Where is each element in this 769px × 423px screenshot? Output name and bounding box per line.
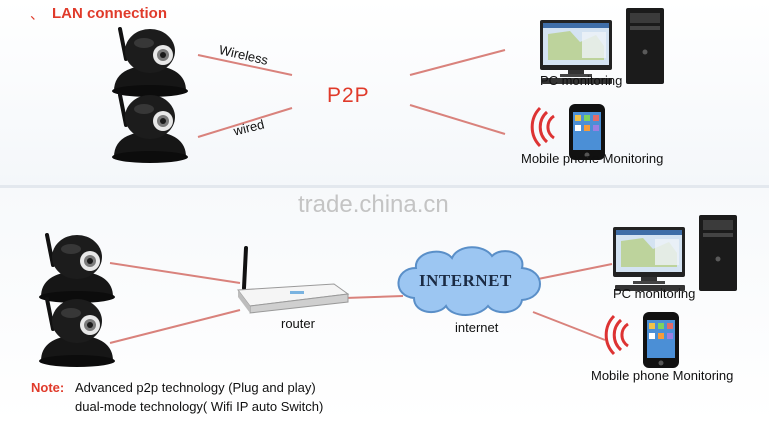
mobile-phone-icon	[604, 310, 681, 370]
ip-camera-icon	[37, 297, 117, 369]
wireless-link-line	[197, 54, 293, 76]
router-icon	[237, 246, 350, 314]
internet-to-pc-line	[537, 263, 613, 280]
ip-camera-icon	[110, 27, 190, 99]
camera2-to-router-line	[109, 309, 241, 344]
router-to-internet-line	[344, 295, 404, 299]
internet-cloud-icon	[397, 246, 541, 316]
note-line-1: Advanced p2p technology (Plug and play)	[75, 380, 316, 395]
top-links	[197, 49, 506, 138]
mobile-monitoring-label: Mobile phone Monitoring	[521, 151, 664, 166]
internet-label: internet	[455, 320, 499, 335]
bottom-links	[109, 262, 613, 344]
p2p-label: P2P	[327, 84, 370, 107]
camera1-to-router-line	[109, 262, 241, 284]
internet-cloud-label: INTERNET	[419, 271, 512, 290]
desktop-pc-icon	[613, 215, 737, 291]
note-line-2: dual-mode technology( Wifi IP auto Switc…	[75, 399, 324, 414]
router-label: router	[281, 316, 315, 331]
note-label: Note:	[31, 380, 65, 395]
ip-camera-icon	[37, 233, 117, 305]
internet-to-mobile-line	[532, 311, 606, 341]
pc-monitoring-label: PC monitoring	[540, 73, 623, 88]
wired-link-line	[197, 107, 293, 138]
panel-divider	[0, 185, 769, 188]
title-marker: 、	[30, 6, 44, 22]
pc-monitoring-label: PC monitoring	[613, 286, 696, 301]
watermark: trade.china.cn	[298, 191, 449, 218]
mobile-monitoring-label: Mobile phone Monitoring	[591, 368, 734, 383]
p2p-to-mobile-line	[409, 104, 506, 135]
lan-connection-title: LAN connection	[52, 5, 167, 22]
ip-camera-icon	[110, 93, 190, 165]
p2p-to-pc-line	[409, 49, 506, 76]
